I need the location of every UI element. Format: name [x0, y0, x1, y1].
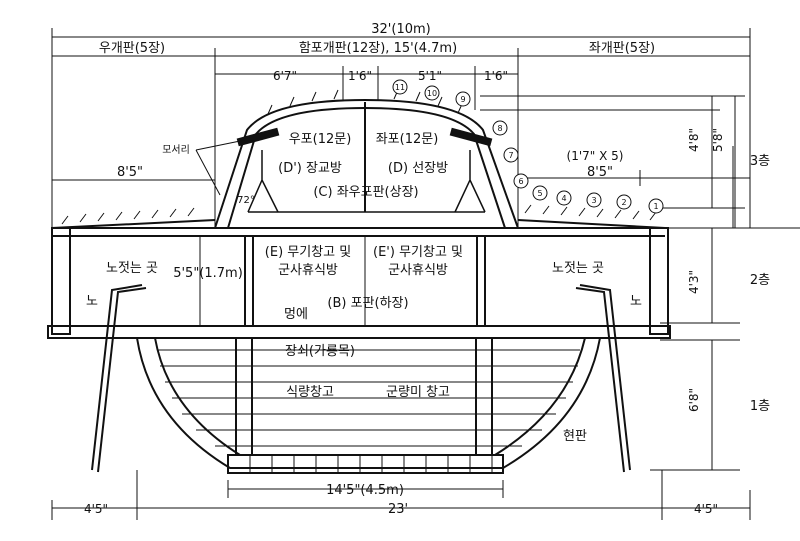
label-captain-room: (D) 선장방: [388, 161, 448, 176]
dim-1-6-a: 1'6": [348, 69, 372, 83]
plate-1: 1: [653, 202, 658, 211]
plate-7: 7: [508, 151, 513, 160]
dim-14-5: 14'5"(4.5m): [326, 483, 404, 498]
floor-3: 3층: [750, 154, 770, 169]
label-jangsoe: 장쇠(가룡목): [285, 344, 355, 359]
dim-23: 23': [388, 502, 408, 517]
label-officer-room: (D') 장교방: [278, 161, 342, 176]
label-oar-left: 노: [86, 294, 98, 309]
label-hull-plank: 현판: [563, 429, 587, 444]
label-rowing-right: 노젓는 곳: [552, 261, 604, 276]
plate-6: 6: [518, 177, 523, 186]
label-oar-right: 노: [630, 294, 642, 309]
dim-1-6-b: 1'6": [484, 69, 508, 83]
dim-8-5-left: 8'5": [117, 165, 143, 180]
label-lower-deck: (B) 포판(하장): [327, 296, 408, 311]
plate-8: 8: [497, 124, 502, 133]
dim-total-width: 32'(10m): [371, 22, 430, 37]
dim-left-panel: 좌개판(5장): [589, 41, 655, 56]
plate-10: 10: [427, 89, 437, 98]
label-meonge: 멍에: [284, 307, 308, 322]
plate-markers: 1 2 3 4 5 6 7 8 9 10 11: [392, 79, 664, 214]
dim-1-7-x5: (1'7" X 5): [567, 149, 624, 163]
label-armory-right-2: 군사휴식방: [388, 263, 448, 278]
second-floor: [47, 227, 671, 473]
label-upper-deck: (C) 좌우포판(상장): [313, 185, 418, 200]
floor-2: 2층: [750, 273, 770, 288]
label-armory-left-1: (E) 무기창고 및: [265, 245, 351, 260]
top-dimension-lines: [51, 28, 751, 228]
dim-4-8: 4'8": [687, 128, 701, 152]
dim-5-5: 5'5"(1.7m): [173, 266, 243, 281]
right-dimension-lines: [480, 95, 800, 471]
label-grain-storage: 군량미 창고: [386, 385, 450, 400]
dim-4-5-left: 4'5": [84, 502, 108, 516]
dim-4-5-right: 4'5": [694, 502, 718, 516]
label-corner: 모서리: [162, 144, 190, 156]
plate-9: 9: [460, 95, 465, 104]
dim-8-5-right: 8'5": [587, 165, 613, 180]
bottom-dimension-lines: [51, 470, 751, 520]
dim-5-8: 5'8": [711, 128, 725, 152]
plate-11: 11: [395, 83, 405, 92]
dim-5-1: 5'1": [418, 69, 442, 83]
dim-center-panel: 함포개판(12장), 15'(4.7m): [299, 41, 457, 56]
label-rowing-left: 노젓는 곳: [106, 261, 158, 276]
plate-4: 4: [561, 194, 566, 203]
floor-1: 1층: [750, 399, 770, 414]
plate-2: 2: [621, 198, 626, 207]
label-left-cannons: 좌포(12문): [376, 132, 439, 147]
label-angle: 72°: [237, 195, 255, 206]
label-armory-right-1: (E') 무기창고 및: [373, 245, 463, 260]
plate-3: 3: [591, 196, 596, 205]
dim-6-8: 6'8": [687, 388, 701, 412]
label-armory-left-2: 군사휴식방: [278, 263, 338, 278]
roof-deck: [51, 89, 666, 237]
plate-5: 5: [537, 189, 542, 198]
hull: [136, 337, 601, 474]
dim-6-7: 6'7": [273, 69, 297, 83]
label-right-cannons: 우포(12문): [289, 132, 352, 147]
dim-right-panel: 우개판(5장): [99, 41, 165, 56]
dim-4-3: 4'3": [687, 270, 701, 294]
corner-leader: [195, 139, 246, 196]
label-food-storage: 식량창고: [286, 385, 334, 400]
